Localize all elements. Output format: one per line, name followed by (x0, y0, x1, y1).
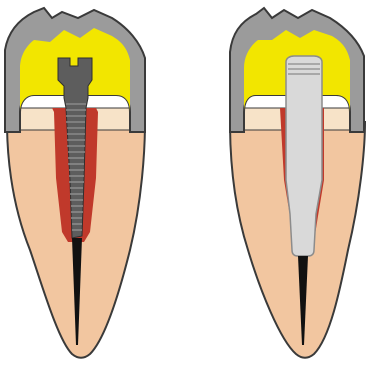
tooth-smooth-post (230, 8, 365, 358)
tooth-threaded-post (5, 8, 145, 358)
